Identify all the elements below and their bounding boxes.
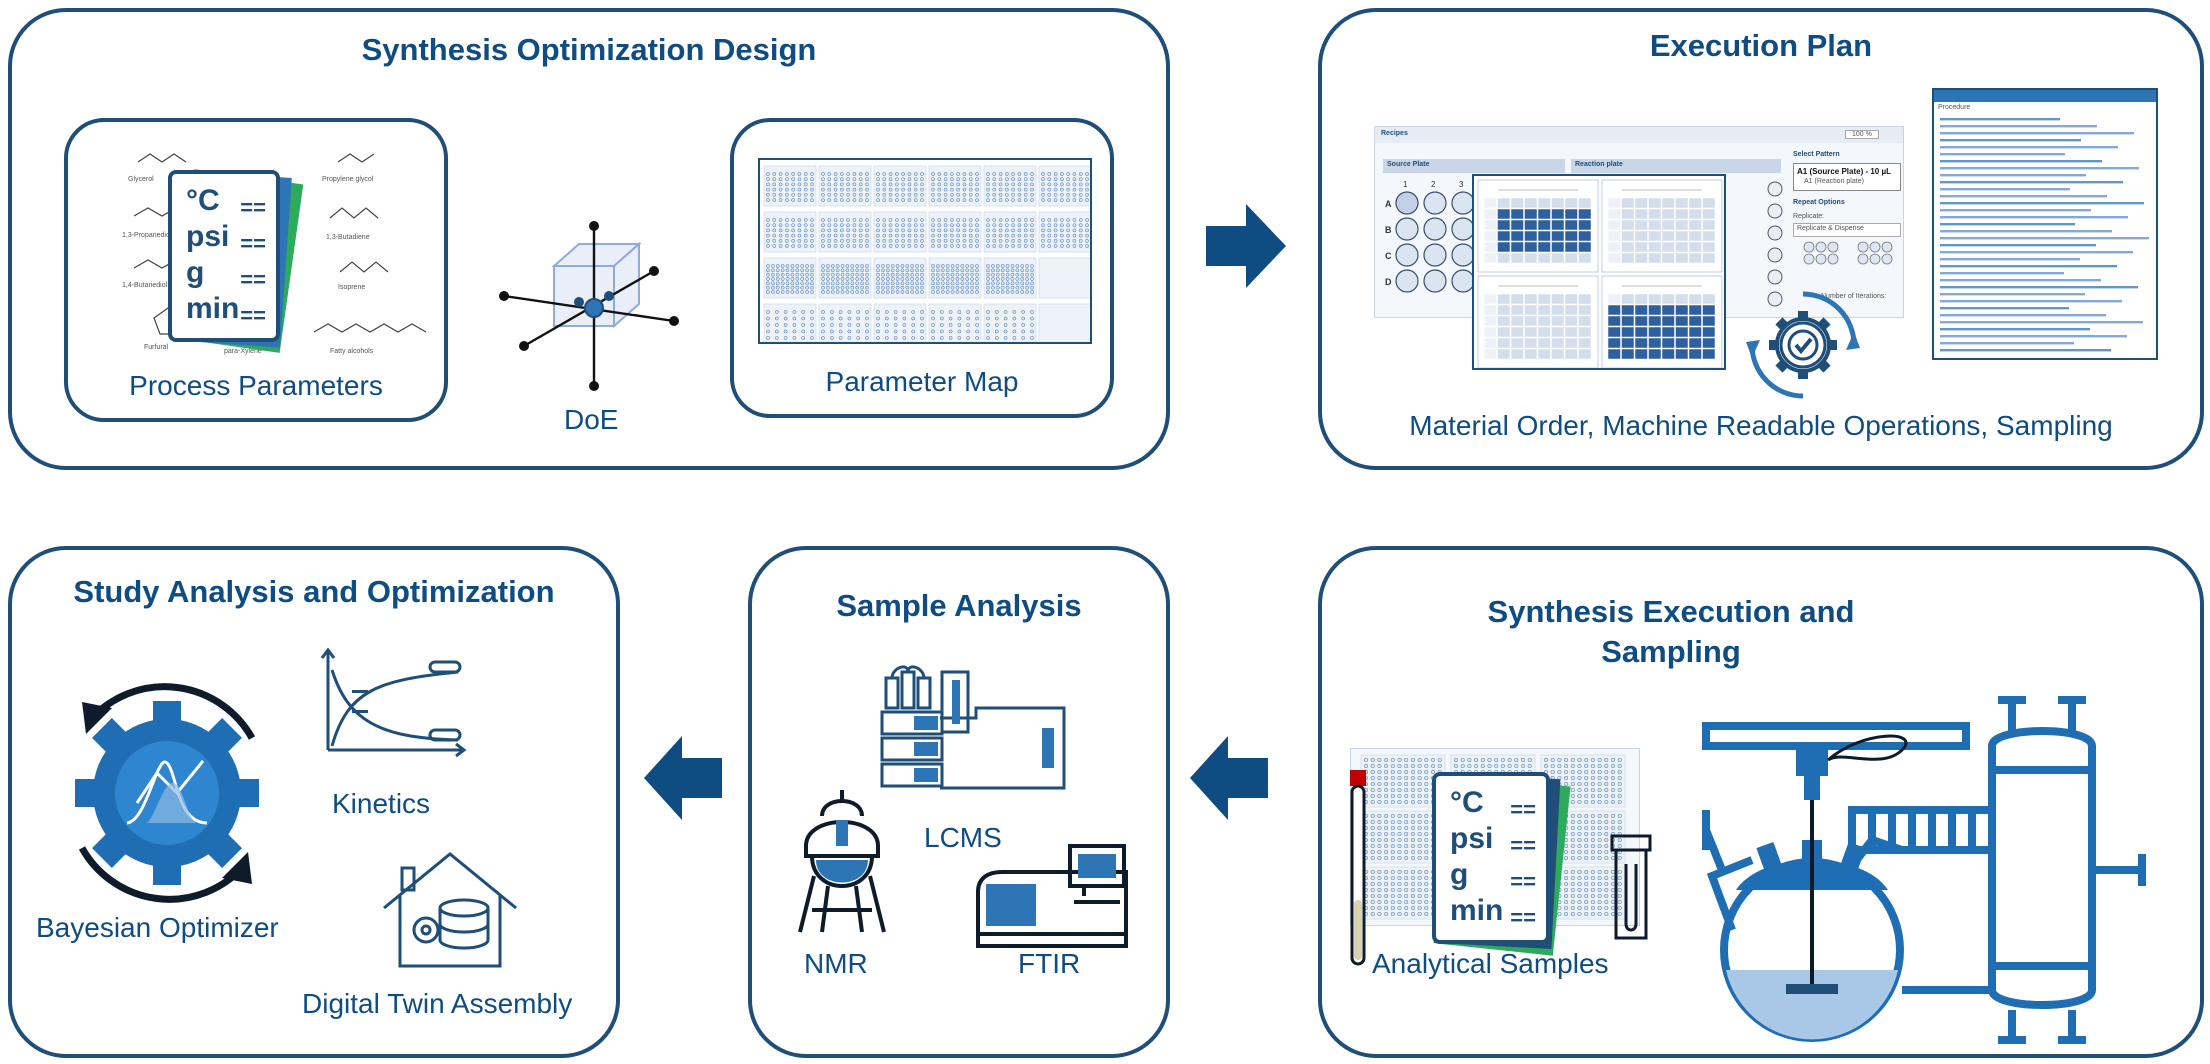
reaction-plate-side-wells <box>1767 181 1783 307</box>
pattern-field[interactable]: A1 (Source Plate) - 10 µL A1 (Reaction p… <box>1793 163 1901 191</box>
molecule-label: 1,3-Propanediol <box>122 232 172 239</box>
panel-title-line2: Sampling <box>1601 634 1741 669</box>
parameter-map-label: Parameter Map <box>825 366 1019 397</box>
nmr-instrument-icon <box>798 790 886 933</box>
panel-title-line1: Synthesis Execution and <box>1487 594 1855 629</box>
replicate-select[interactable]: Replicate & Dispense <box>1793 223 1901 237</box>
procedure-text-lines <box>1940 118 2149 352</box>
molecule-label: Propylene glycol <box>322 176 374 183</box>
param-temp: °C <box>1450 786 1484 819</box>
gear-check-icon <box>1746 291 1860 399</box>
param-mass: g <box>1450 858 1469 891</box>
process-parameters-label: Process Parameters <box>129 370 383 401</box>
plate-worksheet-overlay <box>1472 174 1726 370</box>
nmr-label: NMR <box>804 948 868 979</box>
select-pattern-label: Select Pattern <box>1793 151 1840 158</box>
molecule-label: Furfural <box>144 344 169 351</box>
panel-title: Sample Analysis <box>836 588 1082 623</box>
procedure-header <box>1934 90 2156 102</box>
kinetics-plot-icon <box>320 647 467 758</box>
kinetics-label: Kinetics <box>332 788 431 819</box>
molecule-label: para-Xylene <box>224 348 262 355</box>
sample-vial-icon <box>1610 834 1652 940</box>
bayesian-optimizer-label: Bayesian Optimizer <box>36 912 279 943</box>
molecule-label: Isoprene <box>338 284 366 291</box>
lcms-label: LCMS <box>924 822 1002 853</box>
row-letter: C <box>1385 251 1392 261</box>
bayesian-optimizer-icon <box>75 683 259 903</box>
test-tube-icon <box>1350 770 1366 966</box>
param-temp: °C <box>186 184 220 217</box>
worksheet-tables <box>1477 179 1723 368</box>
replicate-value: Replicate & Dispense <box>1797 225 1864 232</box>
equals-marks: ======== <box>1510 797 1536 930</box>
molecule-label: Fatty alcohols <box>330 348 374 355</box>
molecule-label: 1,3-Butadiene <box>326 234 370 241</box>
source-plate-header: Source Plate <box>1383 159 1565 173</box>
pattern-sub: A1 (Reaction plate) <box>1804 178 1864 185</box>
arrow-right-icon <box>1206 204 1286 288</box>
reactor-icon <box>1702 696 2146 1044</box>
doe-label: DoE <box>564 404 619 435</box>
panel-title: Synthesis Optimization Design <box>361 32 817 67</box>
procedure-label: Procedure <box>1938 104 1971 111</box>
lcms-instrument-icon <box>880 665 1066 790</box>
row-letter: D <box>1385 277 1392 287</box>
arrow-left-icon <box>644 736 722 820</box>
doe-cube-icon <box>499 221 679 391</box>
analytical-samples-label: Analytical Samples <box>1372 948 1609 979</box>
col-number: 1 <box>1403 180 1408 189</box>
panel-synthesis-execution: Synthesis Execution and Sampling °C psi … <box>1318 546 2204 1058</box>
param-time: min <box>1450 894 1504 927</box>
panel-execution-plan: Execution Plan Recipes 100 % Source Plat… <box>1318 8 2204 470</box>
molecule-label: Glycerol <box>128 176 154 183</box>
panel-title: Execution Plan <box>1649 28 1873 63</box>
parameter-map-screenshot <box>758 158 1092 344</box>
panel-sample-analysis: Sample Analysis LCMS NM <box>748 546 1170 1058</box>
reaction-plate-label: Reaction plate <box>1575 161 1623 168</box>
reaction-plate-header: Reaction plate <box>1571 159 1781 173</box>
col-number: 3 <box>1459 180 1464 189</box>
parameter-card: °C psi g min ======== <box>1432 772 1550 944</box>
arrow-left-icon <box>1190 736 1268 820</box>
digital-twin-label: Digital Twin Assembly <box>302 988 573 1019</box>
panel-study-analysis: Study Analysis and Optimization Bayesian… <box>8 546 620 1058</box>
iterations-label: Number of Iterations: <box>1821 293 1887 300</box>
equals-marks: ======== <box>240 195 266 328</box>
repeat-options-label: Repeat Options <box>1793 199 1845 206</box>
procedure-window: Procedure <box>1932 88 2158 360</box>
source-plate-wells: ABCD123456 <box>1385 180 1548 293</box>
pattern-value: A1 (Source Plate) - 10 µL <box>1797 167 1891 176</box>
row-letter: B <box>1385 225 1392 235</box>
well-plate-grid <box>763 165 1090 342</box>
execution-plan-caption: Material Order, Machine Readable Operati… <box>1409 410 2113 441</box>
panel-title: Study Analysis and Optimization <box>73 574 555 609</box>
window-header: Recipes 100 % <box>1375 127 1903 143</box>
row-letter: A <box>1385 199 1392 209</box>
replicate-label: Replicate: <box>1793 213 1825 220</box>
zoom-readout[interactable]: 100 % <box>1845 130 1879 139</box>
replicate-pattern-icon <box>1803 241 1893 265</box>
parameter-map-box: Parameter Map <box>730 118 1114 418</box>
recipes-label: Recipes <box>1381 130 1408 137</box>
parameter-card: °C psi g min ======== <box>168 170 280 342</box>
param-time: min <box>186 292 240 325</box>
col-number: 2 <box>1431 180 1436 189</box>
process-parameters-box: Glycerol Propylene glycol 1,3-Propanedio… <box>64 118 448 422</box>
ftir-label: FTIR <box>1018 948 1081 979</box>
param-pressure: psi <box>186 220 230 253</box>
molecule-label: 1,4-Butanediol <box>122 282 168 289</box>
source-plate-label: Source Plate <box>1387 161 1430 168</box>
digital-twin-house-icon <box>383 852 517 968</box>
param-pressure: psi <box>1450 822 1494 855</box>
ftir-instrument-icon <box>976 844 1128 948</box>
panel-synthesis-optimization-design: Synthesis Optimization Design Glycerol P… <box>8 8 1170 470</box>
param-mass: g <box>186 256 205 289</box>
